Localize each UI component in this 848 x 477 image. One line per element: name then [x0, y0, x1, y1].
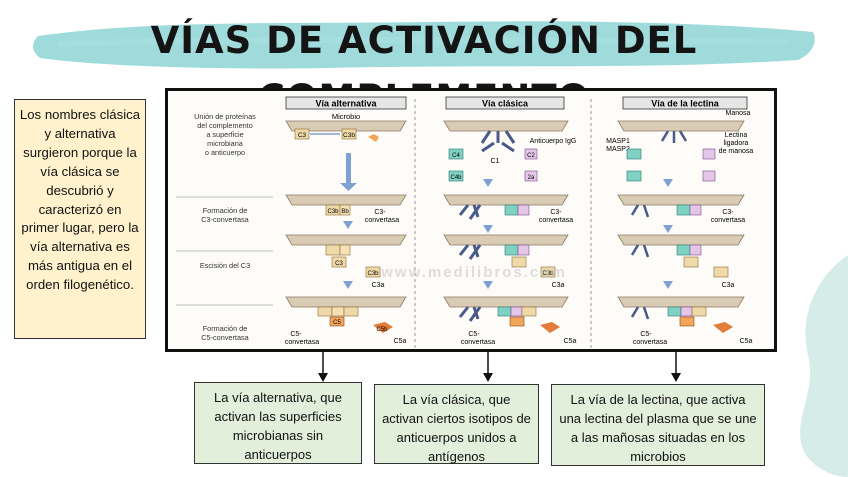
svg-text:convertasa: convertasa — [539, 217, 573, 224]
header-alt: Vía alternativa — [315, 99, 377, 109]
svg-text:C3b: C3b — [327, 209, 339, 215]
svg-text:C3b: C3b — [542, 271, 554, 277]
svg-text:a superficie: a superficie — [206, 130, 243, 139]
header-lectina: Vía de la lectina — [651, 99, 720, 109]
svg-text:C5: C5 — [333, 320, 341, 326]
alt-column: Microbio C3 C3b C3b Bb C3- convertasa C3… — [285, 112, 407, 346]
svg-text:convertasa: convertasa — [633, 339, 667, 346]
svg-text:de manosa: de manosa — [719, 148, 754, 155]
svg-text:C5a: C5a — [564, 338, 577, 345]
watermark: www.medilibros.com — [380, 264, 566, 281]
svg-text:C5-: C5- — [640, 331, 652, 338]
svg-text:convertasa: convertasa — [285, 339, 319, 346]
complement-pathways-figure: Vía alternativa Vía clásica Vía de la le… — [165, 88, 777, 352]
svg-text:Formación de: Formación de — [203, 206, 248, 215]
svg-text:ligadora: ligadora — [724, 140, 749, 147]
svg-text:C2: C2 — [527, 153, 535, 159]
svg-text:C4: C4 — [452, 153, 460, 159]
history-note: Los nombres clásica y alternativa surgie… — [14, 99, 146, 339]
arrow-down-clasica — [483, 352, 493, 382]
svg-text:C5b: C5b — [376, 327, 388, 333]
svg-text:Lectina: Lectina — [725, 132, 748, 139]
svg-text:C3-: C3- — [374, 209, 386, 216]
decorative-blob — [800, 255, 848, 477]
svg-text:2a: 2a — [528, 175, 535, 181]
pathways-diagram: Vía alternativa Vía clásica Vía de la le… — [176, 96, 753, 349]
svg-text:C3: C3 — [335, 261, 343, 267]
svg-text:MASP2: MASP2 — [606, 146, 630, 153]
lectina-column: Manosa MASP1 MASP2 Lectina ligadora de m… — [606, 110, 753, 346]
box-alternativa: La vía alternativa, que activan las supe… — [194, 382, 362, 464]
svg-text:C3-: C3- — [550, 209, 562, 216]
svg-text:Bb: Bb — [341, 209, 349, 215]
svg-text:C3a: C3a — [722, 282, 735, 289]
svg-text:C3: C3 — [298, 132, 307, 139]
svg-text:Manosa: Manosa — [726, 110, 751, 117]
svg-text:convertasa: convertasa — [461, 339, 495, 346]
svg-text:C3-: C3- — [722, 209, 734, 216]
svg-text:C5-convertasa: C5-convertasa — [201, 333, 249, 342]
svg-text:convertasa: convertasa — [711, 217, 745, 224]
svg-text:C3-convertasa: C3-convertasa — [201, 215, 249, 224]
header-lectina-box — [622, 96, 748, 110]
svg-text:C5-: C5- — [468, 331, 480, 338]
svg-text:C3b: C3b — [343, 132, 355, 139]
svg-text:C5a: C5a — [394, 338, 407, 345]
svg-text:C3b: C3b — [367, 271, 379, 277]
svg-text:C3a: C3a — [372, 282, 385, 289]
header-alt-box — [285, 96, 407, 110]
svg-text:del complemento: del complemento — [197, 121, 253, 130]
svg-text:Microbio: Microbio — [332, 112, 360, 121]
svg-text:C3a: C3a — [552, 282, 565, 289]
header-clasica: Vía clásica — [482, 99, 529, 109]
svg-text:Escisión del C3: Escisión del C3 — [200, 261, 250, 270]
svg-text:Formación de: Formación de — [203, 324, 248, 333]
arrow-down-alt — [318, 352, 328, 382]
svg-text:C5a: C5a — [740, 338, 753, 345]
box-lectina: La vía de la lectina, que activa una lec… — [551, 384, 765, 466]
svg-text:Anticuerpo IgG: Anticuerpo IgG — [530, 138, 577, 145]
row-labels: Unión de proteínas del complemento a sup… — [194, 112, 256, 342]
box-clasica: La vía clásica, que activan ciertos isot… — [374, 384, 539, 464]
svg-text:MASP1: MASP1 — [606, 138, 630, 145]
svg-text:o anticuerpo: o anticuerpo — [205, 148, 245, 157]
svg-text:C1: C1 — [491, 158, 500, 165]
svg-text:convertasa: convertasa — [365, 217, 399, 224]
brush-stroke-decoration — [33, 21, 815, 69]
clasica-column: C1 Anticuerpo IgG C4 C4b C2 2a C3- conve… — [443, 120, 577, 346]
svg-text:Unión de proteínas: Unión de proteínas — [194, 112, 256, 121]
svg-text:C4b: C4b — [450, 175, 462, 181]
header-clasica-box — [445, 96, 565, 110]
svg-text:microbiana: microbiana — [207, 139, 244, 148]
svg-text:C5-: C5- — [290, 331, 302, 338]
arrow-down-lectina — [671, 352, 681, 382]
